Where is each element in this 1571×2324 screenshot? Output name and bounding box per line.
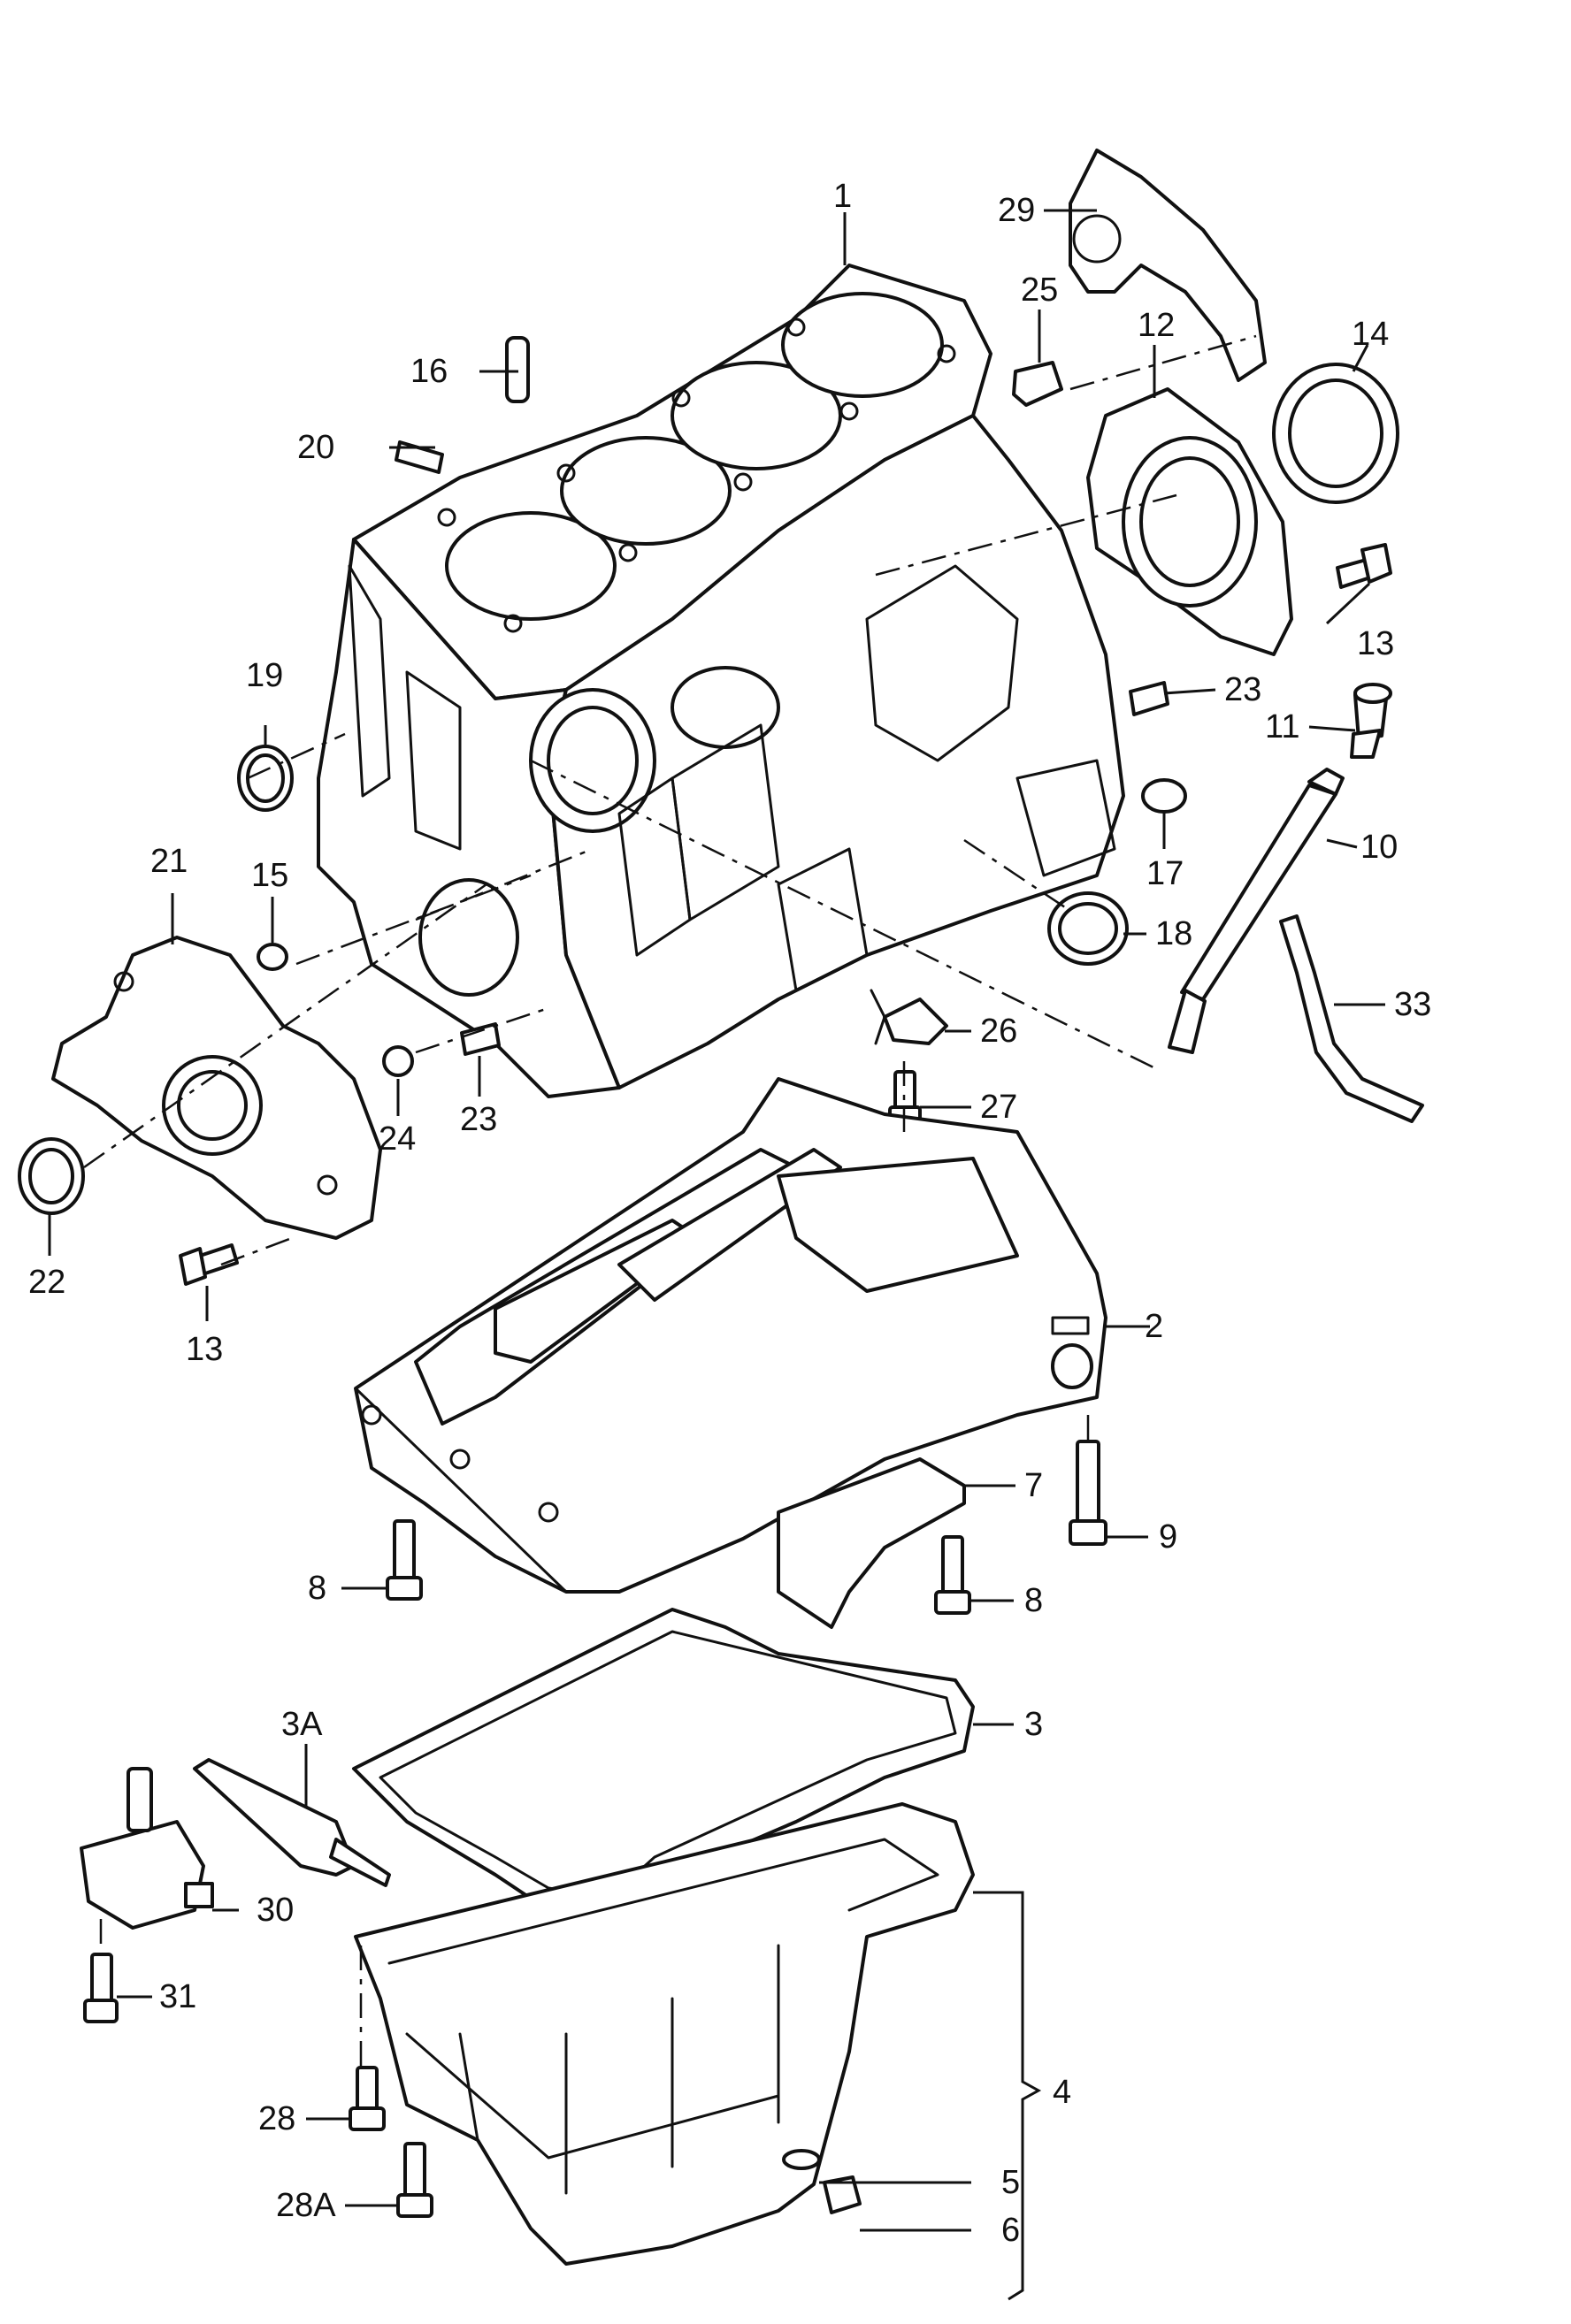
callout-25: 25 — [1021, 271, 1058, 309]
callout-13-lower: 13 — [186, 1331, 223, 1368]
oil-pan-gasket — [352, 1608, 975, 1921]
ladder-frame — [354, 1077, 1107, 1594]
bolt-13-upper — [1336, 543, 1392, 589]
bolt-28 — [349, 2066, 386, 2131]
callout-13-upper: 13 — [1357, 625, 1394, 662]
callout-9: 9 — [1159, 1518, 1177, 1556]
callout-15: 15 — [251, 857, 288, 894]
callout-23-right: 23 — [1224, 671, 1261, 708]
callout-11: 11 — [1265, 708, 1299, 745]
callout-27: 27 — [980, 1089, 1017, 1126]
callout-3: 3 — [1024, 1706, 1043, 1743]
bolt-31 — [83, 1953, 119, 2023]
seal-ring-18 — [1047, 891, 1129, 966]
drain-plug-6 — [823, 2175, 862, 2214]
callout-17: 17 — [1146, 855, 1184, 892]
bolt-28a — [396, 2142, 433, 2218]
callout-3a: 3A — [281, 1706, 323, 1743]
bolt-9 — [1069, 1440, 1107, 1546]
callout-28: 28 — [258, 2100, 295, 2137]
plug-25 — [1012, 361, 1063, 407]
callout-33: 33 — [1394, 986, 1431, 1023]
callout-28a: 28A — [276, 2187, 336, 2224]
callout-18: 18 — [1155, 915, 1192, 952]
callout-7: 7 — [1024, 1467, 1043, 1504]
callout-21: 21 — [150, 843, 188, 880]
cover-plate-29 — [1069, 149, 1267, 382]
bolt-13-lower — [179, 1243, 239, 1286]
oil-level-sensor-30 — [80, 1767, 214, 1930]
plug-24 — [382, 1045, 414, 1077]
front-flange-21 — [51, 936, 382, 1240]
callout-4: 4 — [1053, 2074, 1071, 2111]
bolt-8-right — [934, 1535, 971, 1615]
callout-10: 10 — [1360, 829, 1398, 866]
seal-ring-19 — [237, 745, 294, 812]
dipstick-tube-10 — [1168, 768, 1345, 1054]
callout-31: 31 — [159, 1978, 196, 2015]
callout-19: 19 — [246, 657, 283, 694]
seal-ring-22 — [18, 1137, 85, 1215]
plug-15 — [257, 943, 288, 971]
callout-14: 14 — [1352, 316, 1389, 353]
assembly-axis-lines — [83, 334, 1257, 2069]
bracket-33 — [1279, 914, 1424, 1123]
callout-6: 6 — [1001, 2212, 1020, 2249]
callout-23-left: 23 — [460, 1101, 497, 1138]
callout-8-right: 8 — [1024, 1582, 1043, 1619]
filler-cap-11 — [1350, 683, 1392, 759]
dowel-20 — [395, 440, 444, 474]
callout-8-left: 8 — [308, 1570, 326, 1607]
callout-2: 2 — [1145, 1308, 1163, 1345]
leader-lines — [48, 209, 1385, 2301]
callout-16: 16 — [410, 353, 448, 390]
bush-23-left — [460, 1022, 501, 1056]
callout-26: 26 — [980, 1013, 1017, 1050]
callout-5: 5 — [1001, 2164, 1020, 2201]
oil-jet-26 — [870, 989, 948, 1045]
callout-22: 22 — [28, 1264, 65, 1301]
callout-labels: 1 2 3 3A 4 5 6 7 8 8 9 10 11 12 13 13 14… — [28, 178, 1431, 2249]
callout-24: 24 — [379, 1120, 416, 1158]
cylinder-block — [317, 264, 1125, 1098]
seal-flange-12 — [1086, 387, 1293, 656]
seal-5 — [782, 2149, 821, 2170]
seal-ring-14 — [1272, 363, 1399, 504]
callout-20: 20 — [297, 429, 334, 466]
bush-23-right — [1129, 681, 1169, 716]
bolt-8-left — [386, 1519, 423, 1601]
sealant-tube-3a — [193, 1758, 391, 1887]
callout-29: 29 — [998, 192, 1035, 229]
baffle-7 — [777, 1457, 966, 1629]
callout-30: 30 — [257, 1892, 294, 1929]
callout-1: 1 — [833, 178, 852, 215]
dowel-sleeve-16 — [505, 336, 530, 403]
callout-12: 12 — [1138, 307, 1175, 344]
oil-pan-4 — [354, 1802, 975, 2266]
bush-17 — [1141, 778, 1187, 814]
